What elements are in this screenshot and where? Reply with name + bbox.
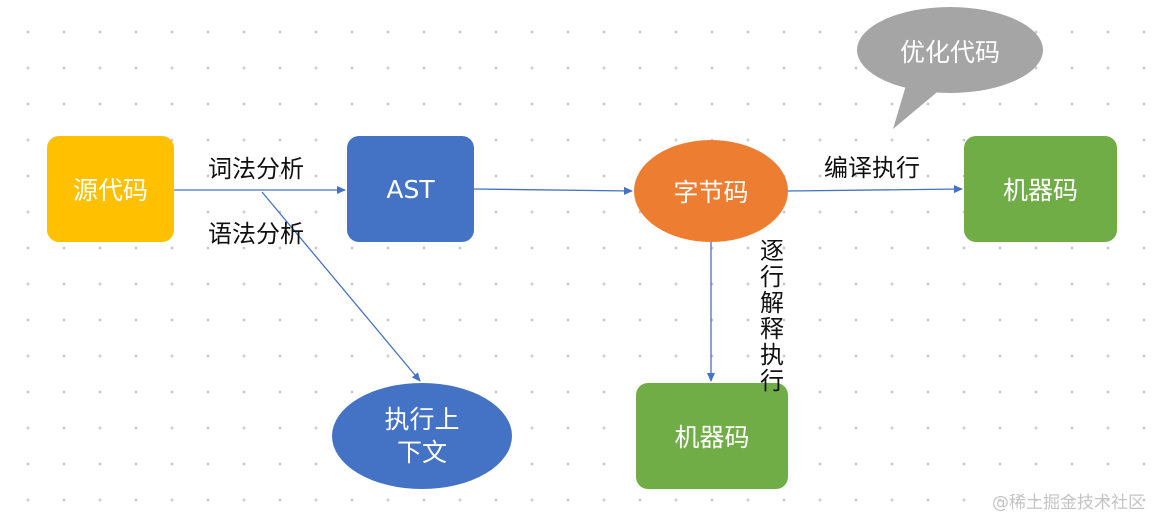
arrow-bytecode-to-machine-code-right: [787, 185, 963, 194]
machine-code-bottom-node: 机器码: [636, 383, 788, 489]
source-code-node: 源代码: [47, 136, 174, 242]
optimize-label: 优化代码: [899, 38, 1000, 67]
arrow-ast-to-bytecode: [473, 186, 633, 195]
bytecode-node: 字节码: [634, 140, 788, 242]
syntax-analysis-label: 语法分析: [208, 220, 304, 248]
lexical-analysis-label: 词法分析: [208, 155, 304, 183]
compile-execute-label: 编译执行: [824, 154, 920, 182]
bytecode-label: 字节码: [673, 178, 749, 207]
machine-code-bottom-label: 机器码: [674, 423, 750, 452]
ast-node: AST: [347, 136, 474, 242]
ast-label: AST: [386, 174, 435, 204]
watermark: @稀土掘金技术社区: [992, 493, 1145, 513]
arrow-to-exec-context: [261, 191, 421, 382]
exec-context-node: 执行上下文: [332, 383, 512, 489]
exec-context-label: 执行上下文: [384, 405, 460, 467]
speech-bubble: [857, 7, 1043, 129]
source-code-label: 源代码: [72, 176, 148, 205]
machine-code-right-label: 机器码: [1002, 176, 1078, 205]
interpret-execute-label: 逐行解释执行: [760, 237, 784, 395]
machine-code-right-node: 机器码: [964, 136, 1117, 242]
